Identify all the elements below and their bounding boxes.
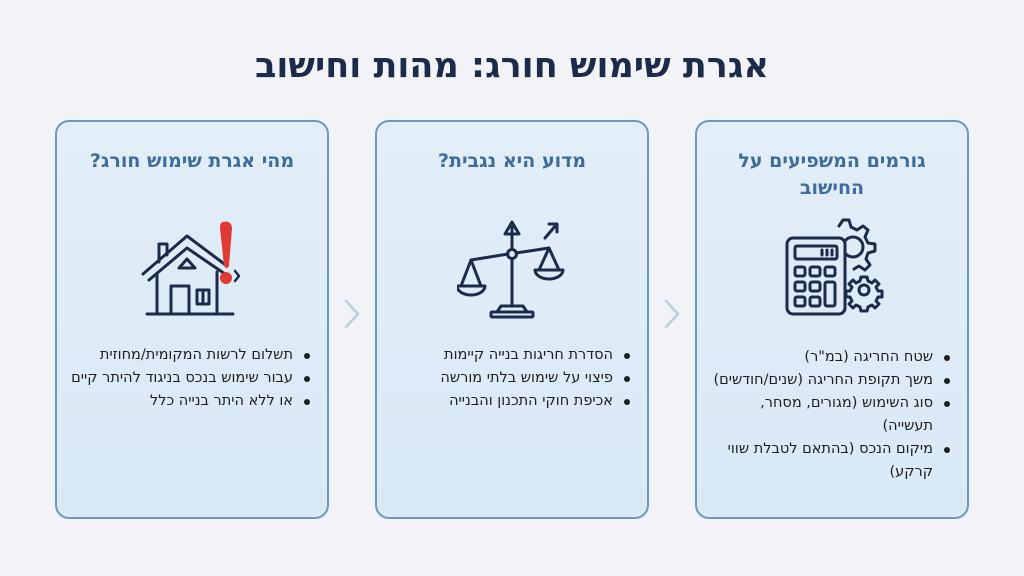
card-what: מהי אגרת שימוש חורג? תשלום לרשות המקומית… bbox=[55, 120, 329, 519]
chevron-icon bbox=[664, 299, 680, 329]
points-list: תשלום לרשות המקומית/מחוזית עבור שימוש בנ… bbox=[67, 344, 313, 413]
card-factors: גורמים המשפיעים על החישוב שטח החריגה (במ… bbox=[695, 120, 969, 519]
points-list: הסדרת חריגות בנייה קיימות פיצוי על שימוש… bbox=[387, 344, 633, 413]
list-item: תשלום לרשות המקומית/מחוזית bbox=[67, 344, 310, 367]
scales-icon bbox=[457, 220, 565, 319]
house-warning-icon bbox=[141, 221, 241, 316]
list-item: או ללא היתר בנייה כלל bbox=[67, 390, 310, 413]
chevron-icon bbox=[344, 299, 360, 329]
list-item: עבור שימוש בנכס בניגוד להיתר קיים bbox=[67, 367, 310, 390]
card-title: מהי אגרת שימוש חורג? bbox=[89, 150, 295, 172]
list-item: הסדרת חריגות בנייה קיימות bbox=[387, 344, 630, 367]
list-item: פיצוי על שימוש בלתי מורשה bbox=[387, 367, 630, 390]
list-item: אכיפת חוקי התכנון והבנייה bbox=[387, 390, 630, 413]
list-item: משך תקופת החריגה (שנים/חודשים) bbox=[707, 369, 950, 392]
card-title: גורמים המשפיעים על החישוב bbox=[738, 150, 926, 199]
calculator-gears-icon bbox=[785, 218, 884, 316]
list-item: מיקום הנכס (בהתאם לטבלת שווי קרקע) bbox=[707, 438, 950, 484]
list-item: סוג השימוש (מגורים, מסחר, תעשייה) bbox=[707, 392, 950, 438]
list-item: שטח החריגה (במ"ר) bbox=[707, 346, 950, 369]
points-list: שטח החריגה (במ"ר) משך תקופת החריגה (שנים… bbox=[707, 346, 953, 484]
card-title: מדוע היא נגבית? bbox=[437, 150, 587, 172]
page-title: אגרת שימוש חורג: מהות וחישוב bbox=[255, 46, 769, 86]
card-why: מדוע היא נגבית? הסדרת חריגות בנייה קיימו… bbox=[375, 120, 649, 519]
